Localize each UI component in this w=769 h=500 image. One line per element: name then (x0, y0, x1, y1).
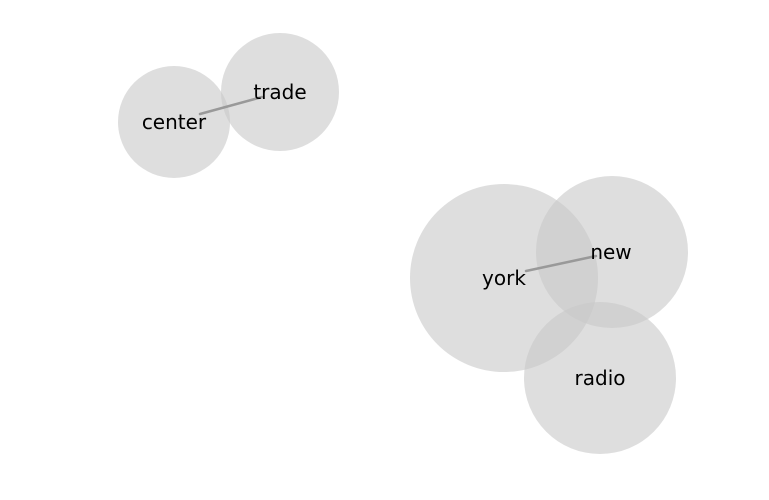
node-circles (118, 33, 688, 454)
node-label-york: york (482, 266, 526, 290)
node-circle-radio (524, 302, 676, 454)
node-label-center: center (142, 110, 207, 134)
node-circle-trade (221, 33, 339, 151)
edges (198, 95, 598, 273)
node-circle-center (118, 66, 230, 178)
node-labels: center trade york new radio (142, 80, 632, 390)
node-label-new: new (590, 240, 631, 264)
edge-center-trade (198, 95, 264, 116)
node-label-trade: trade (253, 80, 306, 104)
node-circle-new (536, 176, 688, 328)
node-label-radio: radio (575, 366, 626, 390)
edge-york-new (524, 254, 598, 273)
